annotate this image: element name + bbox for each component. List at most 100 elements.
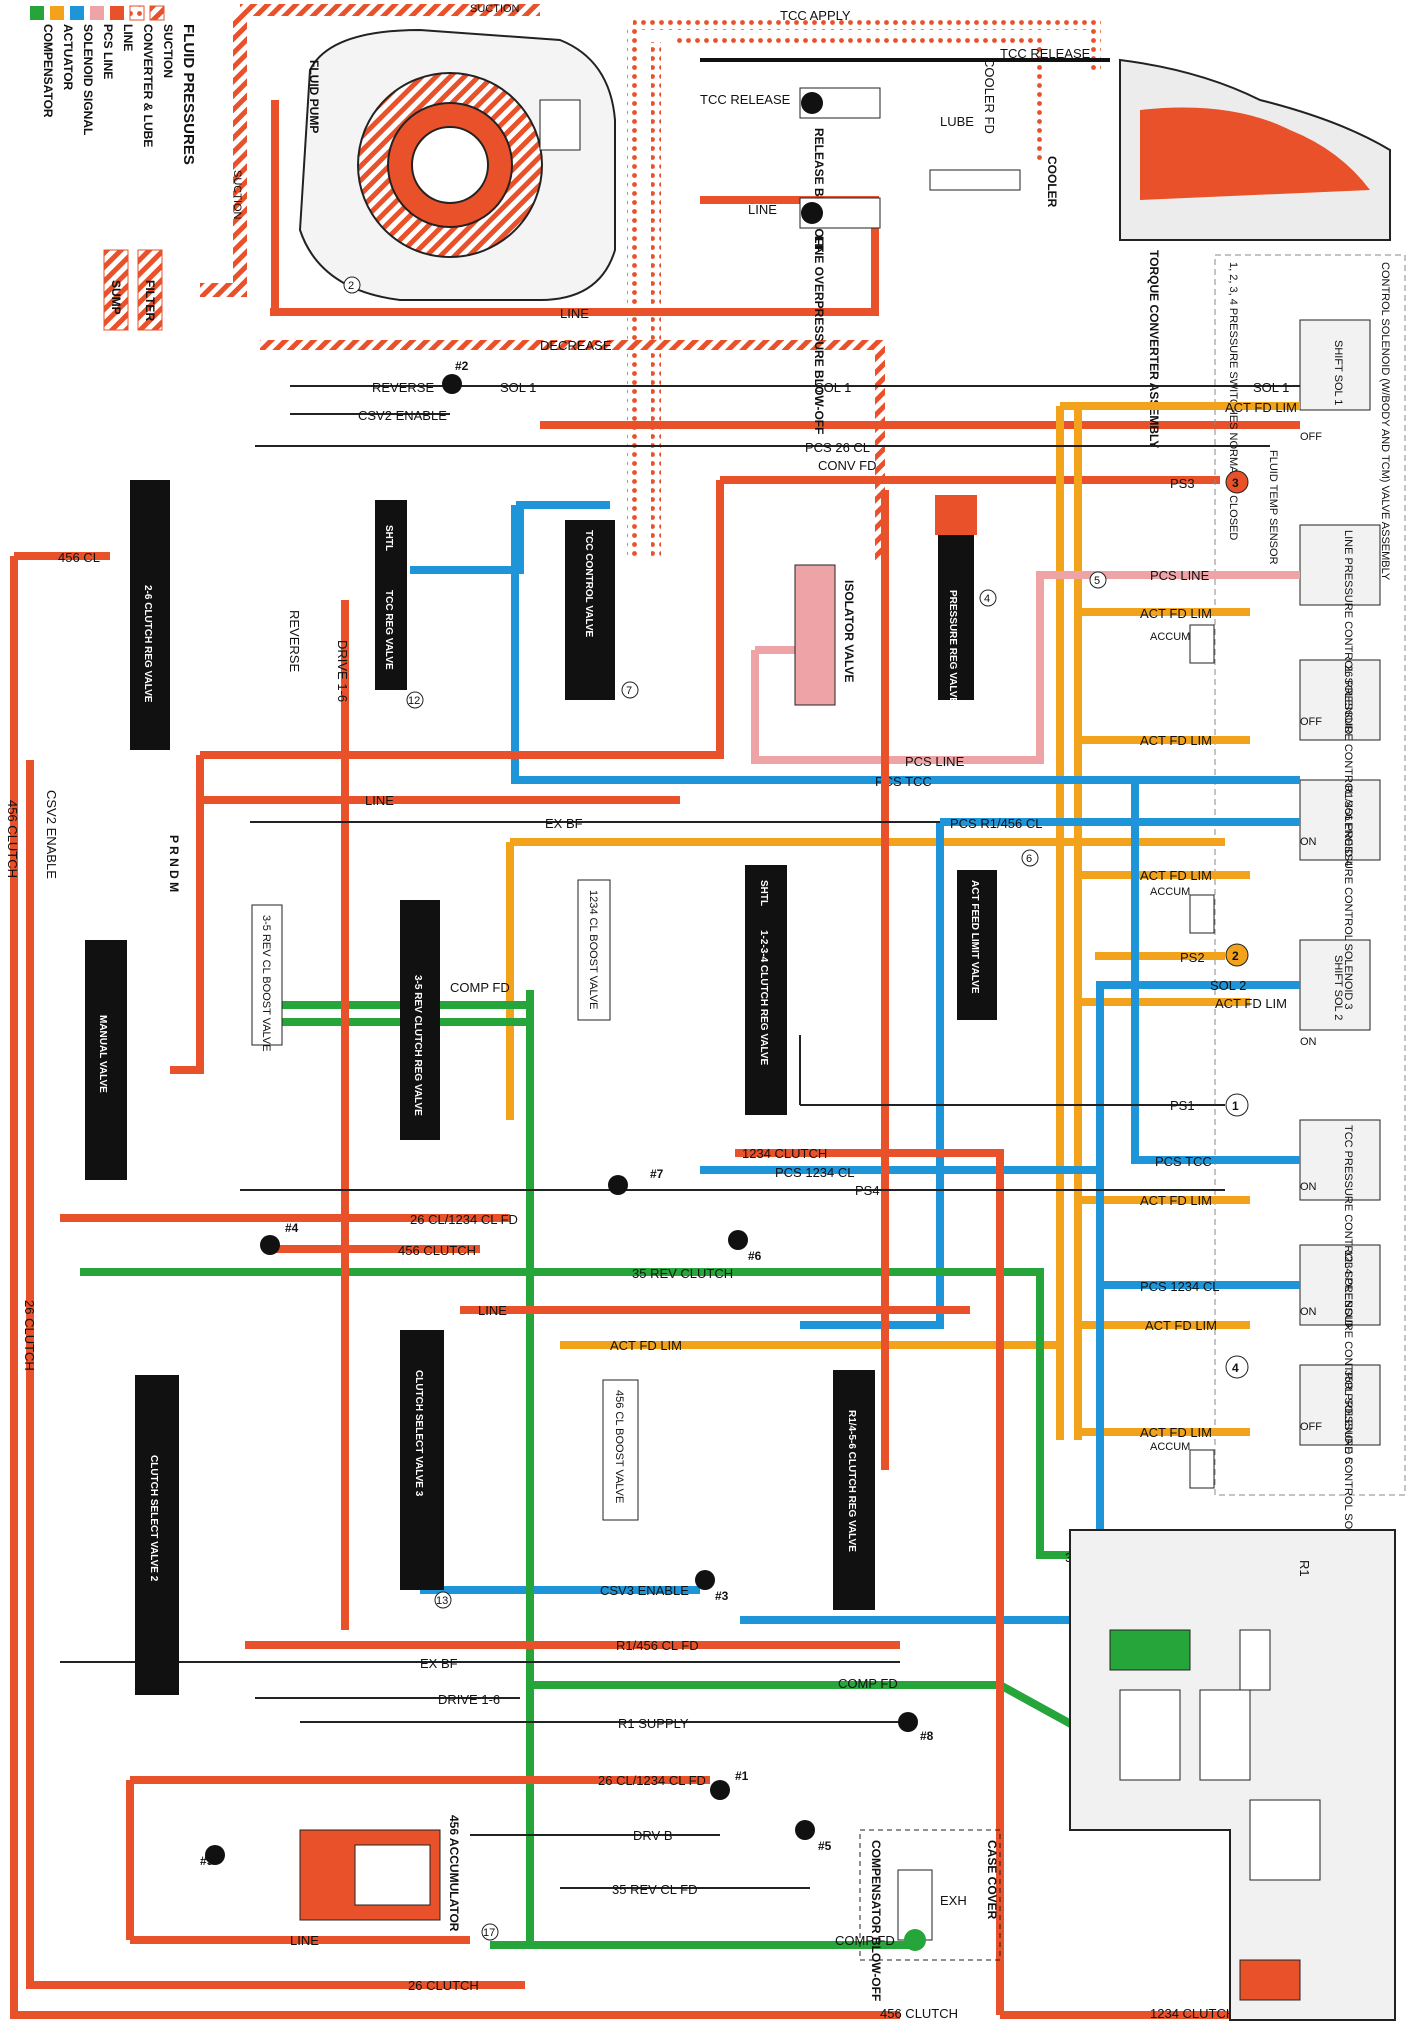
- accumulator-456-spring: [354, 1844, 431, 1906]
- decrease-label-top: DECREASE: [540, 338, 612, 353]
- checkball-3-label: #3: [715, 1589, 729, 1603]
- pcs3-state: ON: [1300, 836, 1317, 848]
- tcc-control-valve[interactable]: [565, 520, 615, 700]
- rev-cl-boost-35-valve[interactable]: [251, 904, 283, 1046]
- act-fd-lim-label-6: ACT FD LIM: [1140, 1193, 1212, 1208]
- act-feed-limit-valve[interactable]: [957, 870, 997, 1020]
- checkball-3-icon: [695, 1570, 715, 1590]
- pcs3-body[interactable]: [1299, 779, 1381, 861]
- isolator-valve[interactable]: [794, 564, 836, 706]
- accum-3[interactable]: [1189, 1449, 1215, 1489]
- tcc-reg-valve-shtl: SHTL: [383, 525, 394, 551]
- checkball-2-icon: [442, 374, 462, 394]
- rev-clutch-35-reg-valve[interactable]: [400, 900, 440, 1140]
- suction-label-side: SUCTION: [231, 170, 243, 220]
- cl-26-1234-fd-label: 26 CL/1234 CL FD: [410, 1212, 518, 1227]
- pcs-line-label-2: PCS LINE: [1150, 568, 1210, 583]
- cooler-fd-passage: [676, 37, 1045, 160]
- line-passages: 456 CLUTCH 456 CLUTCH 26 CLUTCH 26 CLUTC…: [5, 480, 1235, 2021]
- clutch-1234-reg-valve[interactable]: [745, 865, 787, 1115]
- line-overpressure-ball-icon: [801, 202, 823, 224]
- port-7-label: 7: [626, 685, 632, 697]
- clutch-26-label-left: 26 CLUTCH: [22, 1300, 37, 1371]
- pcs-line-label: PCS LINE: [905, 754, 965, 769]
- cl-26-1234-fd-label-low: 26 CL/1234 CL FD: [598, 1773, 706, 1788]
- shift-sol-1-label: SHIFT SOL 1: [1332, 340, 1344, 405]
- reverse-label: REVERSE: [372, 380, 434, 395]
- clutch-1234-shtl: SHTL: [758, 880, 769, 906]
- fluid-pump-label: FLUID PUMP: [307, 60, 321, 133]
- fluid-pump-assembly: SUCTION SUCTION FILTER SUMP FLUID PUMP: [103, 3, 616, 331]
- torque-converter-label: TORQUE CONVERTER ASSEMBLY: [1147, 250, 1161, 448]
- sump-box: [103, 249, 129, 331]
- pcs-tcc-main: [511, 505, 1300, 784]
- conv-fd-label: CONV FD: [818, 458, 877, 473]
- ex-bf-label: EX BF: [545, 816, 583, 831]
- fluid-temp-sensor-label: FLUID TEMP SENSOR: [1267, 450, 1279, 565]
- accumulator-456-label: 456 ACCUMULATOR: [447, 1815, 461, 1932]
- pcs-tcc-label: PCS TCC: [875, 774, 932, 789]
- clutch-piston-2: [1239, 1629, 1271, 1691]
- checkball-5-label: #5: [818, 1839, 832, 1853]
- pressure-switch-3-icon: [1225, 470, 1249, 494]
- clutch-r1456-reg-valve[interactable]: [833, 1370, 875, 1610]
- clutch-select-valve-3[interactable]: [400, 1330, 444, 1590]
- legend-label-line: LINE: [121, 24, 135, 51]
- drive-16-label-low: DRIVE 1-6: [438, 1692, 500, 1707]
- legend-label-pcs-line: PCS LINE: [101, 24, 115, 79]
- shift-sol-2-body[interactable]: [1299, 939, 1371, 1031]
- checkball-8-label: #8: [920, 1729, 934, 1743]
- clutch-select-valve-2[interactable]: [135, 1375, 179, 1695]
- sol1-label-3: SOL 1: [1253, 380, 1289, 395]
- legend-label-solenoid-signal: SOLENOID SIGNAL: [81, 24, 95, 135]
- cl-boost-456-label: 456 CL BOOST VALVE: [613, 1390, 625, 1503]
- pcs2-body[interactable]: [1299, 1364, 1381, 1446]
- clutch-26-reg-valve[interactable]: [130, 480, 170, 750]
- sol1-label-2: SOL 1: [815, 380, 851, 395]
- suction-label-top: SUCTION: [470, 3, 520, 15]
- accum-2[interactable]: [1189, 894, 1215, 934]
- r1-supply-label: R1 SUPPLY: [618, 1716, 689, 1731]
- pressure-switch-1-icon: [1225, 1093, 1249, 1117]
- cl-boost-456-valve[interactable]: [602, 1379, 639, 1521]
- clutch-pack-bottom: [1239, 1959, 1301, 2001]
- pcs5-body[interactable]: [1299, 1244, 1381, 1326]
- accum-2-label: ACCUM: [1150, 886, 1190, 898]
- clutch-456-label-left: 456 CLUTCH: [5, 800, 20, 878]
- tcc-pcs-body[interactable]: [1299, 1119, 1381, 1201]
- clutch-select-valve-2-label: CLUTCH SELECT VALVE 2: [148, 1455, 159, 1582]
- drv-b-label: DRV B: [633, 1828, 673, 1843]
- pump-hub: [411, 126, 489, 204]
- line-main-passage: [270, 196, 879, 316]
- pcs-tcc-right: [1131, 780, 1300, 1164]
- solenoid-column: CONTROL SOLENOID (W/BODY AND TCM) VALVE …: [1214, 254, 1406, 1579]
- line-pcs-body[interactable]: [1299, 524, 1381, 606]
- cl-boost-1234-valve[interactable]: [577, 879, 611, 1021]
- tcc-reg-valve[interactable]: [375, 500, 407, 690]
- checkball-4-icon: [260, 1235, 280, 1255]
- act-fd-lim-label-3: ACT FD LIM: [1140, 733, 1212, 748]
- pcs4-body[interactable]: [1299, 659, 1381, 741]
- rev-cl-boost-35-label: 3-5 REV CL BOOST VALVE: [260, 915, 272, 1052]
- ex-bf-label-low: EX BF: [420, 1656, 458, 1671]
- pcs2-label: 35R PRESSURE CONTROL SOLENOID 2: [1342, 1370, 1354, 1579]
- compensator-blowoff-body[interactable]: [897, 1869, 933, 1941]
- checkball-4-label: #4: [285, 1221, 299, 1235]
- rev-cl-fd-35-label: 35 REV CL FD: [612, 1882, 698, 1897]
- port-numbers: 2 4 5 6 7 12 13 17: [343, 276, 1107, 1941]
- port-17-label: 17: [483, 1927, 495, 1939]
- clutch-26-left: [26, 760, 525, 1989]
- act-fd-lim-label-2: ACT FD LIM: [1140, 606, 1212, 621]
- line-left-vertical: [170, 755, 204, 1074]
- pressure-switch-1-num: 1: [1232, 1099, 1239, 1113]
- csv2-enable-label: CSV2 ENABLE: [358, 408, 447, 423]
- clutch-456-label-mid: 456 CLUTCH: [398, 1243, 476, 1258]
- sump-label: SUMP: [109, 280, 123, 315]
- line-pcs-label: LINE PRESSURE CONTROL SOLENOID: [1342, 530, 1354, 734]
- accum-1[interactable]: [1189, 624, 1215, 664]
- clutch-pack-assembly: R1: [1069, 1529, 1396, 2021]
- release-blowoff-ball-icon: [801, 92, 823, 114]
- shift-sol-1-body[interactable]: [1299, 319, 1371, 411]
- ps2-label: PS2: [1180, 950, 1205, 965]
- manual-valve[interactable]: [85, 940, 127, 1180]
